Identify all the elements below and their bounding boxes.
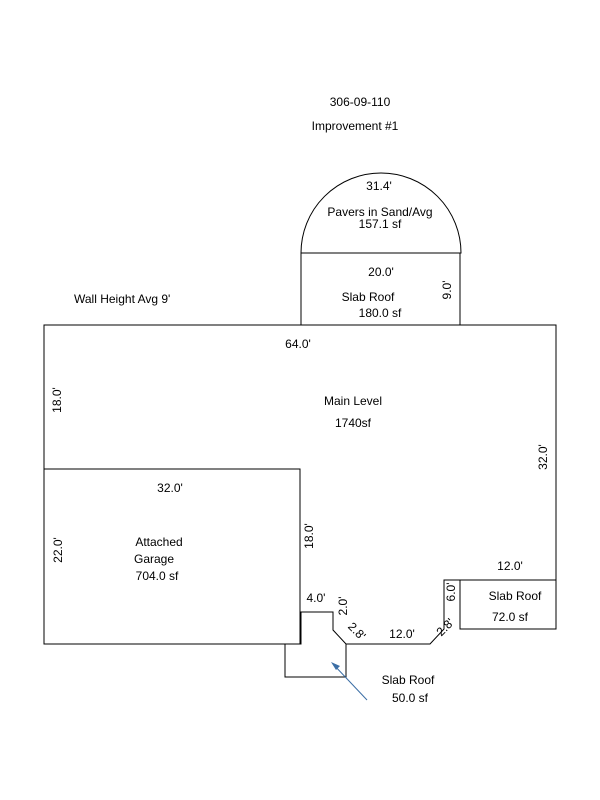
slab-roof-top-label: Slab Roof bbox=[342, 290, 395, 304]
slab-roof-bottom-label: Slab Roof bbox=[382, 673, 435, 687]
garage-left-dimension: 22.0' bbox=[51, 537, 65, 563]
slab-top-width-dimension: 20.0' bbox=[368, 265, 394, 279]
slab-roof-right-area: 72.0 sf bbox=[492, 610, 529, 624]
pavers-label: Pavers in Sand/Avg bbox=[327, 205, 432, 219]
slab-roof-right-label: Slab Roof bbox=[489, 589, 542, 603]
pointer-arrow-line bbox=[332, 663, 368, 701]
diag-right-dimension: 2.8' bbox=[434, 616, 457, 639]
main-top-dimension: 64.0' bbox=[285, 337, 311, 351]
diag-left-dimension: 2.8' bbox=[345, 620, 368, 643]
slab-roof-bottom-outline bbox=[284, 644, 347, 678]
pavers-outline bbox=[300, 172, 462, 254]
slab-right-side-dimension: 6.0' bbox=[444, 583, 458, 602]
improvement-label: Improvement #1 bbox=[312, 119, 399, 133]
garage-outline bbox=[44, 468, 301, 644]
garage-right-dimension: 18.0' bbox=[302, 523, 316, 549]
garage-area: 704.0 sf bbox=[136, 569, 179, 583]
garage-label-line2: Garage bbox=[134, 552, 174, 566]
main-right-dimension: 32.0' bbox=[536, 444, 550, 470]
slab-top-depth-dimension: 9.0' bbox=[440, 281, 454, 300]
wall-height-note: Wall Height Avg 9' bbox=[74, 292, 170, 306]
slab-right-top-dimension: 12.0' bbox=[497, 559, 523, 573]
main-level-area: 1740sf bbox=[335, 416, 372, 430]
arc-dimension: 31.4' bbox=[366, 179, 392, 193]
slab-roof-bottom-area: 50.0 sf bbox=[392, 691, 429, 705]
garage-top-dimension: 32.0' bbox=[157, 481, 183, 495]
garage-label-line1: Attached bbox=[135, 535, 182, 549]
notch-top-dimension: 4.0' bbox=[307, 591, 326, 605]
slab-roof-right-outline bbox=[459, 579, 557, 630]
pavers-area: 157.1 sf bbox=[359, 217, 402, 231]
pointer-arrow-head bbox=[331, 662, 340, 670]
bottom-run-dimension: 12.0' bbox=[389, 627, 415, 641]
parcel-id: 306-09-110 bbox=[330, 95, 391, 109]
notch-side-dimension: 2.0' bbox=[336, 597, 350, 616]
main-left-dimension: 18.0' bbox=[50, 387, 64, 413]
main-level-label: Main Level bbox=[324, 394, 382, 408]
slab-roof-top-area: 180.0 sf bbox=[359, 306, 402, 320]
